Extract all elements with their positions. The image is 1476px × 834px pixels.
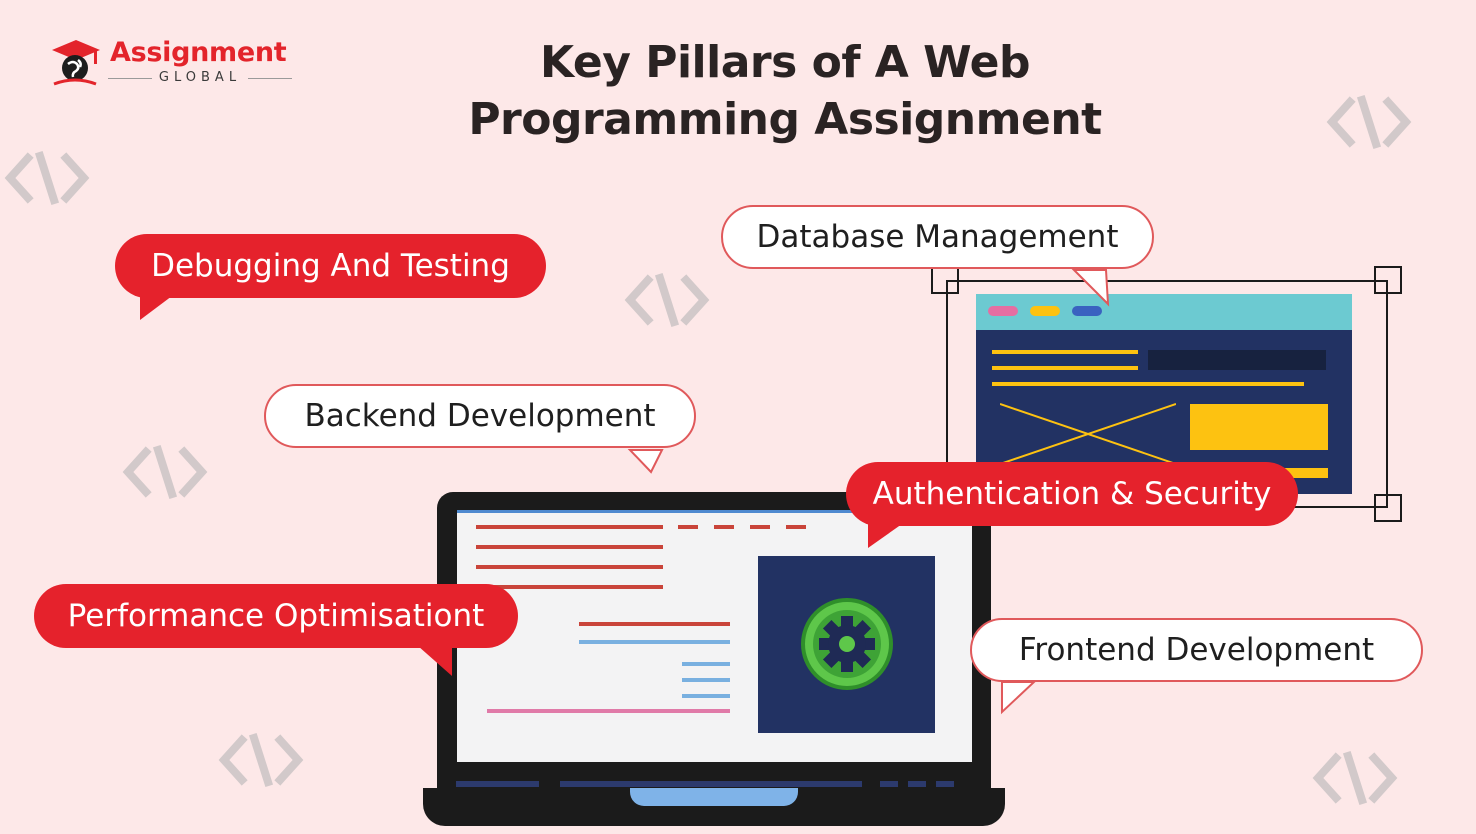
- graduation-cap-icon: [52, 40, 100, 86]
- title-line-2: Programming Assignment: [468, 94, 1102, 145]
- bubble-tail: [418, 646, 452, 676]
- screen-text-line: [682, 694, 730, 698]
- browser-text-line: [992, 366, 1138, 370]
- title-line-1: Key Pillars of A Web: [540, 37, 1030, 88]
- window-dot: [988, 306, 1018, 316]
- code-symbol-icon: [122, 444, 208, 500]
- bubble-frontend-development: Frontend Development: [970, 618, 1423, 682]
- bubble-tail: [1071, 269, 1110, 307]
- logo-wordmark: Assignment: [110, 37, 287, 68]
- screen-dash-line: [678, 525, 806, 529]
- browser-toolbar: [976, 294, 1352, 330]
- browser-text-line: [992, 382, 1304, 386]
- screen-text-line: [682, 662, 730, 666]
- browser-window: [976, 294, 1352, 494]
- screen-text-line: [476, 525, 663, 529]
- code-symbol-icon: [218, 732, 304, 788]
- code-symbol-icon: [1326, 94, 1412, 150]
- bubble-tail: [868, 524, 902, 548]
- gear-icon: [801, 598, 893, 690]
- browser-yellow-block: [1190, 404, 1328, 450]
- page-title: Key Pillars of A Web Programming Assignm…: [380, 34, 1190, 148]
- frame-handle: [1374, 266, 1402, 294]
- screen-text-line: [476, 545, 663, 549]
- bubble-performance-optimisation: Performance Optimisationt: [34, 584, 518, 648]
- bubble-tail: [140, 296, 172, 320]
- frame-handle: [1374, 494, 1402, 522]
- browser-text-line: [992, 350, 1138, 354]
- browser-yellow-line: [1276, 468, 1328, 478]
- screen-text-line: [476, 585, 663, 589]
- bubble-tail: [627, 449, 664, 474]
- laptop-bottom-bar: [456, 781, 539, 787]
- browser-search-box: [1148, 350, 1326, 370]
- screen-text-line: [579, 622, 730, 626]
- screen-text-line: [487, 709, 730, 713]
- code-symbol-icon: [4, 150, 90, 206]
- window-dot: [1030, 306, 1060, 316]
- bubble-debugging-testing: Debugging And Testing: [115, 234, 546, 298]
- window-dot: [1072, 306, 1102, 316]
- code-symbol-icon: [1312, 750, 1398, 806]
- laptop-bottom-bar: [880, 781, 956, 787]
- code-symbol-icon: [624, 272, 710, 328]
- laptop-bottom-bar: [560, 781, 862, 787]
- bubble-database-management: Database Management: [721, 205, 1154, 269]
- bubble-authentication-security: Authentication & Security: [846, 462, 1298, 526]
- bubble-backend-development: Backend Development: [264, 384, 696, 448]
- screen-text-line: [682, 678, 730, 682]
- bubble-tail: [1001, 681, 1037, 715]
- screen-text-line: [579, 640, 730, 644]
- screen-text-line: [476, 565, 663, 569]
- brand-logo: Assignment GLOBAL: [48, 36, 298, 96]
- image-placeholder: [1000, 403, 1176, 465]
- laptop-notch: [630, 788, 798, 806]
- logo-subtext: GLOBAL: [108, 70, 292, 85]
